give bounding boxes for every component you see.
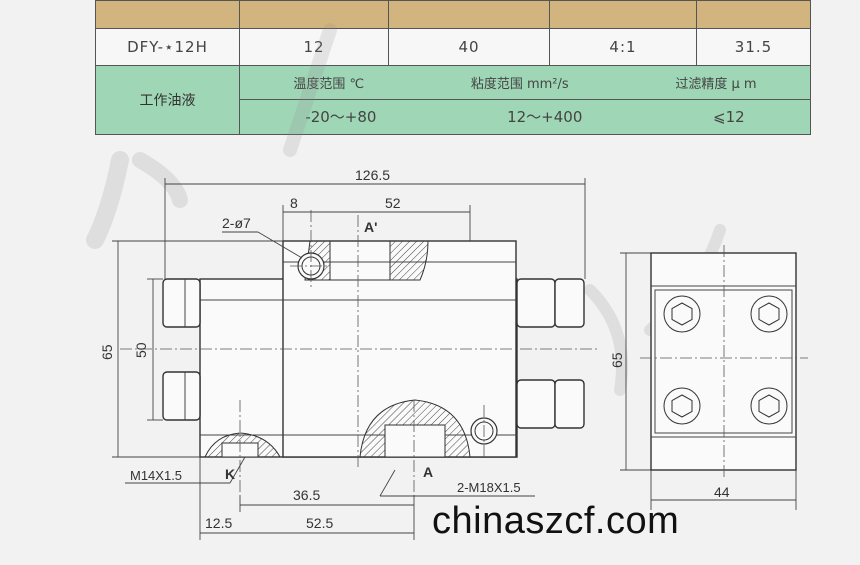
- dim-52-top: 52: [385, 195, 401, 211]
- dim-44: 44: [714, 484, 730, 500]
- dim-8: 8: [290, 195, 298, 211]
- dimensions: [112, 178, 797, 540]
- spec-cell: 4:1: [549, 28, 697, 66]
- temp-value: -20～+80: [305, 108, 377, 126]
- viscosity-value: 12～+400: [507, 108, 583, 126]
- dim-126-5: 126.5: [355, 167, 390, 183]
- fluid-label: 工作油液: [95, 65, 240, 135]
- side-body: [650, 252, 797, 471]
- port-a-prime-label: A': [364, 219, 377, 235]
- viscosity-header: 粘度范围 mm²/s: [470, 77, 569, 92]
- side-view: [640, 245, 808, 480]
- dim-65-side: 65: [609, 352, 625, 368]
- fitting-right-bottom: [554, 379, 585, 429]
- port-a-label: A: [423, 464, 433, 480]
- model-cell: DFY-⋆12H: [95, 28, 240, 66]
- spec-table: DFY-⋆12H 12 40 4:1 31.5 工作油液 温度范围 ℃ 粘度范围…: [95, 0, 811, 135]
- watermark-text: chinaszcf.com: [432, 500, 680, 542]
- spec-cell: 40: [388, 28, 550, 66]
- filter-header: 过滤精度 μ m: [675, 77, 757, 92]
- filter-value: ⩽12: [713, 107, 745, 126]
- bolt-heads: [663, 295, 788, 425]
- fitting-left-top: [162, 278, 201, 328]
- dim-65-left: 65: [99, 344, 115, 360]
- dim-52-5: 52.5: [306, 515, 333, 531]
- dim-36-5: 36.5: [293, 487, 320, 503]
- dim-12-5: 12.5: [205, 515, 232, 531]
- dim-50: 50: [133, 342, 149, 358]
- fluid-values: -20～+80 12～+400 ⩽12: [240, 100, 810, 134]
- port-a-section: [359, 399, 471, 458]
- fitting-left-bottom: [162, 371, 201, 421]
- hole-callout: 2-ø7: [222, 215, 251, 231]
- thread-k-label: M14X1.5: [130, 468, 182, 483]
- fitting-right-top: [554, 278, 585, 328]
- thread-a-label: 2-M18X1.5: [457, 480, 521, 495]
- spec-cell: 31.5: [696, 28, 811, 66]
- fluid-headers: 温度范围 ℃ 粘度范围 mm²/s 过滤精度 μ m: [240, 67, 810, 100]
- front-view: [120, 210, 600, 500]
- fluid-block: 温度范围 ℃ 粘度范围 mm²/s 过滤精度 μ m -20～+80 12～+4…: [239, 65, 811, 135]
- temp-header: 温度范围 ℃: [293, 77, 365, 92]
- spec-model-row: DFY-⋆12H 12 40 4:1 31.5: [95, 28, 811, 66]
- port-k-label: K: [225, 466, 235, 482]
- fluid-row: 工作油液 温度范围 ℃ 粘度范围 mm²/s 过滤精度 μ m -20～+80 …: [95, 65, 811, 135]
